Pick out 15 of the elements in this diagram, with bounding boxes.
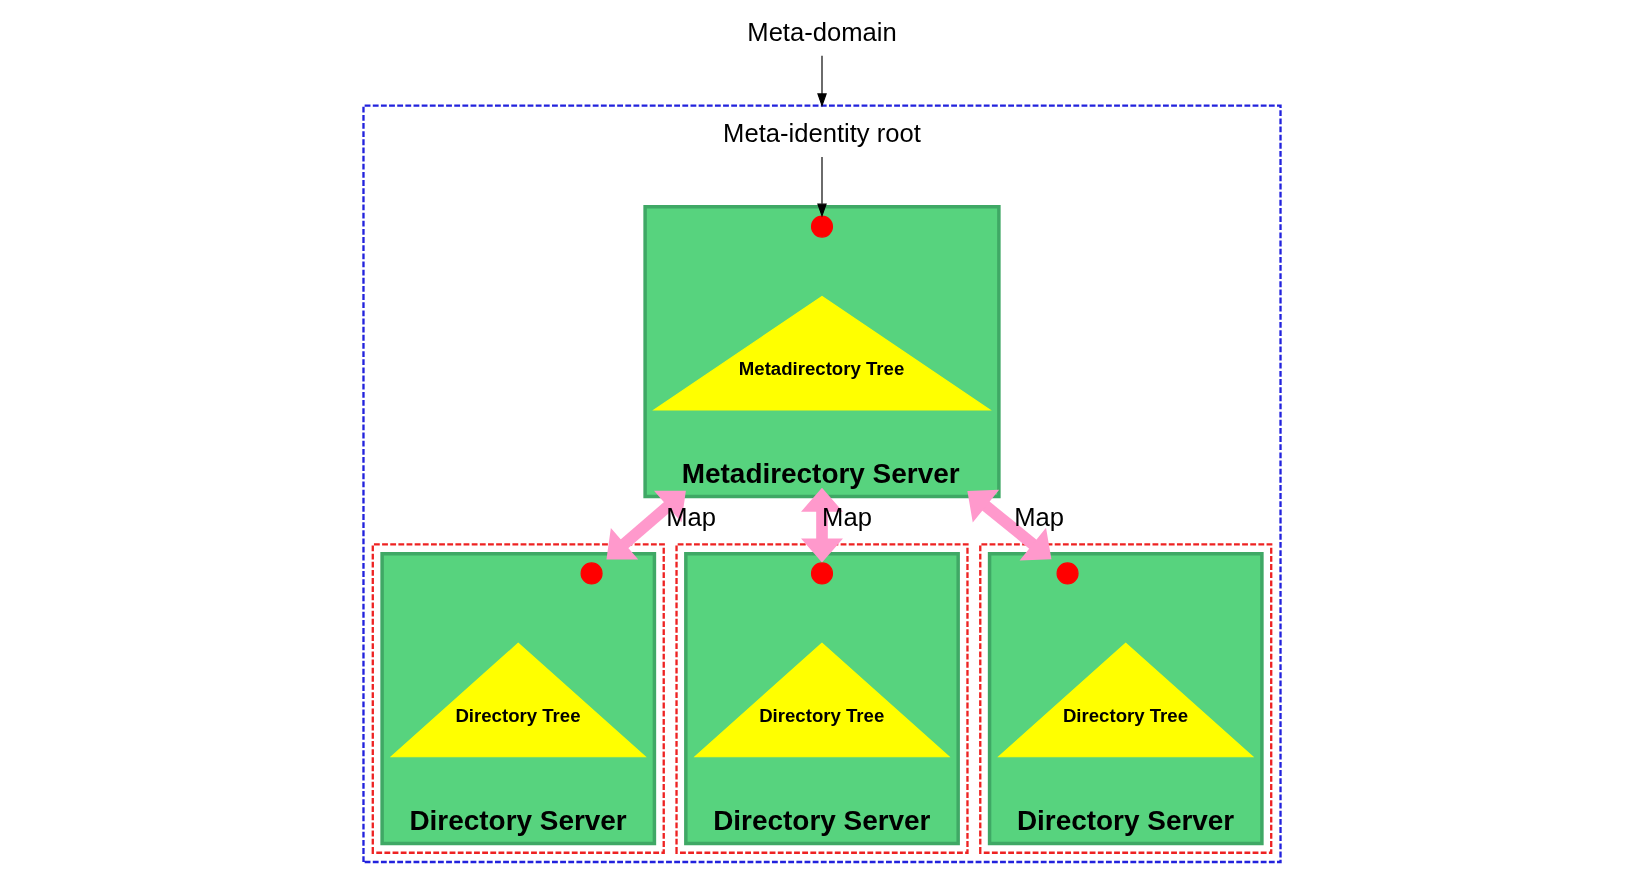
node-circle xyxy=(810,561,833,584)
arrow xyxy=(816,156,827,218)
arrow xyxy=(966,489,1051,560)
arrow xyxy=(605,490,686,560)
arrow xyxy=(816,54,827,107)
node-circle xyxy=(810,215,833,238)
node-text: Meta-identity root xyxy=(722,118,921,147)
node-text: Meta-domain xyxy=(746,17,897,46)
node-circle xyxy=(580,561,603,584)
edge-label: Map xyxy=(821,502,872,531)
arrow xyxy=(800,487,843,562)
edge-label: Map xyxy=(665,502,716,531)
edge-label: Map xyxy=(1013,502,1064,531)
node-circle xyxy=(1056,561,1079,584)
cluster xyxy=(361,103,1282,863)
